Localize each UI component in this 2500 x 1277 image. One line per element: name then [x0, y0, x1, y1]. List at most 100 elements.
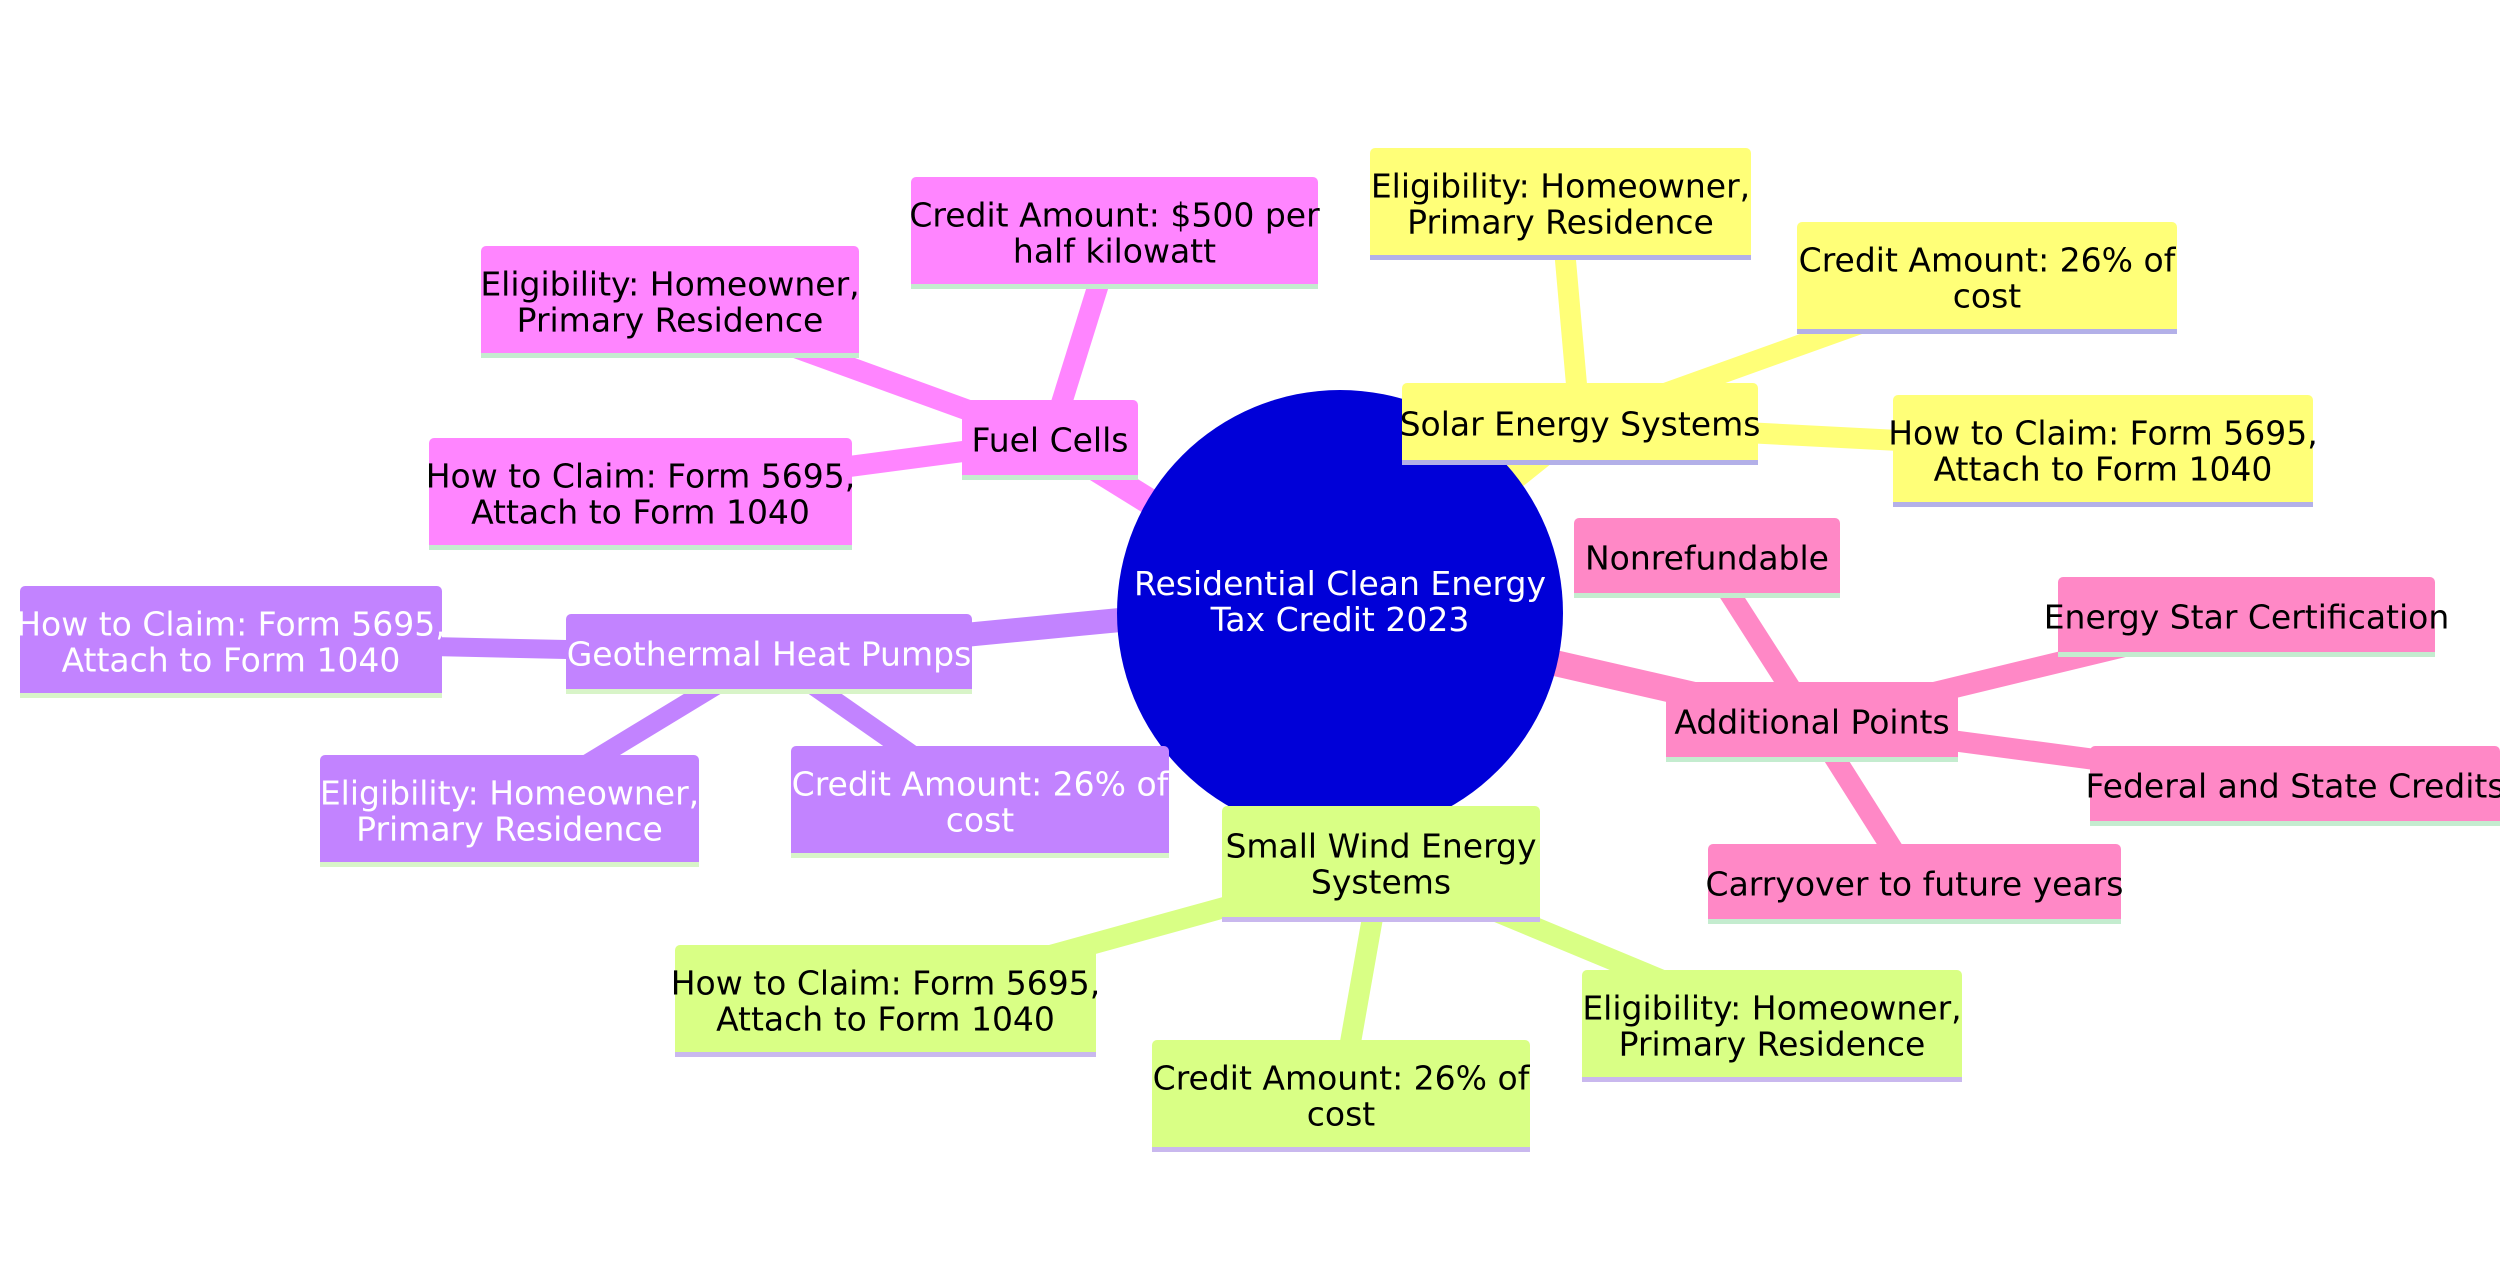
fuel-cells-how-to-claim-node: How to Claim: Form 5695,Attach to Form 1…: [426, 438, 856, 550]
fuel-cells-eligibility-node-underline: [481, 353, 859, 358]
solar-credit-node-underline: [1797, 329, 2177, 334]
solar-eligibility-node: Eligibility: Homeowner,Primary Residence: [1370, 148, 1751, 260]
geothermal-how-to-claim-node-underline: [20, 693, 442, 698]
additional-carryover-node: Carryover to future years: [1706, 844, 2124, 924]
wind-how-to-claim-node-underline: [675, 1052, 1096, 1057]
branch-fuel-cells-label-line-1: Fuel Cells: [972, 421, 1129, 460]
additional-carryover-node-box: [1708, 844, 2121, 924]
root-label-line-1: Residential Clean Energy: [1134, 564, 1546, 603]
solar-eligibility-node-underline: [1370, 255, 1751, 260]
fuel-cells-credit-node-box: [911, 177, 1318, 289]
solar-eligibility-node-box: [1370, 148, 1751, 260]
solar-eligibility-node-label-line-1: Eligibility: Homeowner,: [1371, 167, 1750, 206]
branch-geothermal-label-line-1: Geothermal Heat Pumps: [567, 635, 972, 674]
branch-fuel-cells-box: [962, 400, 1138, 480]
fuel-cells-credit-node-underline: [911, 284, 1318, 289]
geothermal-how-to-claim-node-label-line-2: Attach to Form 1040: [62, 641, 401, 680]
branch-wind-label-line-2: Systems: [1311, 863, 1451, 902]
branch-fuel-cells: Fuel Cells: [962, 400, 1138, 480]
geothermal-eligibility-node-box: [320, 755, 699, 867]
wind-how-to-claim-node: How to Claim: Form 5695,Attach to Form 1…: [671, 945, 1101, 1057]
solar-credit-node-label-line-1: Credit Amount: 26% of: [1799, 241, 2177, 280]
fuel-cells-how-to-claim-node-label-line-2: Attach to Form 1040: [471, 493, 810, 532]
additional-nonrefundable-node: Nonrefundable: [1574, 518, 1840, 598]
geothermal-how-to-claim-node-box: [20, 586, 442, 698]
branch-solar: Solar Energy Systems: [1400, 383, 1761, 465]
fuel-cells-eligibility-node-label-line-2: Primary Residence: [517, 301, 824, 340]
wind-eligibility-node-label-line-1: Eligibility: Homeowner,: [1582, 989, 1961, 1028]
wind-how-to-claim-node-box: [675, 945, 1096, 1057]
additional-nonrefundable-node-underline: [1574, 593, 1840, 598]
solar-eligibility-node-label-line-2: Primary Residence: [1407, 203, 1714, 242]
additional-energy-star-node-box: [2058, 577, 2435, 657]
fuel-cells-credit-node-label-line-1: Credit Amount: $500 per: [909, 196, 1320, 235]
geothermal-eligibility-node: Eligibility: Homeowner,Primary Residence: [320, 755, 699, 867]
branch-geothermal-underline: [566, 689, 972, 694]
wind-credit-node-label-line-1: Credit Amount: 26% of: [1153, 1059, 1531, 1098]
branch-solar-underline: [1402, 460, 1758, 465]
solar-how-to-claim-node-box: [1893, 395, 2313, 507]
wind-eligibility-node: Eligibility: Homeowner,Primary Residence: [1582, 970, 1962, 1082]
geothermal-credit-node-label-line-1: Credit Amount: 26% of: [792, 765, 1170, 804]
geothermal-how-to-claim-node-label-line-1: How to Claim: Form 5695,: [16, 605, 446, 644]
branch-solar-label-line-1: Solar Energy Systems: [1400, 405, 1761, 444]
geothermal-credit-node-underline: [791, 853, 1169, 858]
solar-how-to-claim-node: How to Claim: Form 5695,Attach to Form 1…: [1888, 395, 2318, 507]
additional-energy-star-node-label-line-1: Energy Star Certification: [2044, 598, 2450, 637]
additional-energy-star-node-underline: [2058, 652, 2435, 657]
additional-federal-state-node-box: [2090, 746, 2500, 826]
wind-eligibility-node-label-line-2: Primary Residence: [1619, 1025, 1926, 1064]
wind-how-to-claim-node-label-line-1: How to Claim: Form 5695,: [671, 964, 1101, 1003]
fuel-cells-credit-node-label-line-2: half kilowatt: [1013, 232, 1216, 271]
wind-credit-node-label-line-2: cost: [1307, 1095, 1376, 1134]
fuel-cells-eligibility-node: Eligibility: Homeowner,Primary Residence: [480, 246, 860, 358]
fuel-cells-how-to-claim-node-underline: [429, 545, 852, 550]
fuel-cells-how-to-claim-node-label-line-1: How to Claim: Form 5695,: [426, 457, 856, 496]
additional-nonrefundable-node-box: [1574, 518, 1840, 598]
branch-additional-box: [1666, 682, 1958, 762]
additional-carryover-node-label-line-1: Carryover to future years: [1706, 865, 2124, 904]
root-circle: [1117, 390, 1563, 836]
solar-credit-node-box: [1797, 222, 2177, 334]
wind-eligibility-node-box: [1582, 970, 1962, 1082]
wind-credit-node-box: [1152, 1040, 1530, 1152]
additional-nonrefundable-node-label-line-1: Nonrefundable: [1585, 539, 1829, 578]
geothermal-eligibility-node-label-line-1: Eligibility: Homeowner,: [320, 774, 699, 813]
branch-wind-underline: [1222, 917, 1540, 922]
solar-credit-node-label-line-2: cost: [1953, 277, 2022, 316]
branch-additional-label-line-1: Additional Points: [1674, 703, 1949, 742]
wind-how-to-claim-node-label-line-2: Attach to Form 1040: [716, 1000, 1055, 1039]
branch-geothermal: Geothermal Heat Pumps: [566, 614, 972, 694]
geothermal-how-to-claim-node: How to Claim: Form 5695,Attach to Form 1…: [16, 586, 446, 698]
wind-eligibility-node-underline: [1582, 1077, 1962, 1082]
branch-additional-underline: [1666, 757, 1958, 762]
geothermal-eligibility-node-label-line-2: Primary Residence: [356, 810, 663, 849]
additional-federal-state-node: Federal and State Credits: [2085, 746, 2500, 826]
branch-fuel-cells-underline: [962, 475, 1138, 480]
fuel-cells-eligibility-node-box: [481, 246, 859, 358]
additional-energy-star-node: Energy Star Certification: [2044, 577, 2450, 657]
solar-how-to-claim-node-label-line-1: How to Claim: Form 5695,: [1888, 414, 2318, 453]
branch-additional: Additional Points: [1666, 682, 1958, 762]
fuel-cells-how-to-claim-node-box: [429, 438, 852, 550]
branch-geothermal-box: [566, 614, 972, 694]
branch-solar-box: [1402, 383, 1758, 465]
additional-federal-state-node-label-line-1: Federal and State Credits: [2085, 767, 2500, 806]
fuel-cells-eligibility-node-label-line-1: Eligibility: Homeowner,: [480, 265, 859, 304]
additional-federal-state-node-underline: [2090, 821, 2500, 826]
branch-wind-box: [1222, 806, 1540, 922]
wind-credit-node-underline: [1152, 1147, 1530, 1152]
solar-how-to-claim-node-label-line-2: Attach to Form 1040: [1934, 450, 2273, 489]
geothermal-credit-node-box: [791, 746, 1169, 858]
root-label-line-2: Tax Credit 2023: [1210, 600, 1470, 639]
geothermal-credit-node-label-line-2: cost: [946, 801, 1015, 840]
solar-how-to-claim-node-underline: [1893, 502, 2313, 507]
additional-carryover-node-underline: [1708, 919, 2121, 924]
